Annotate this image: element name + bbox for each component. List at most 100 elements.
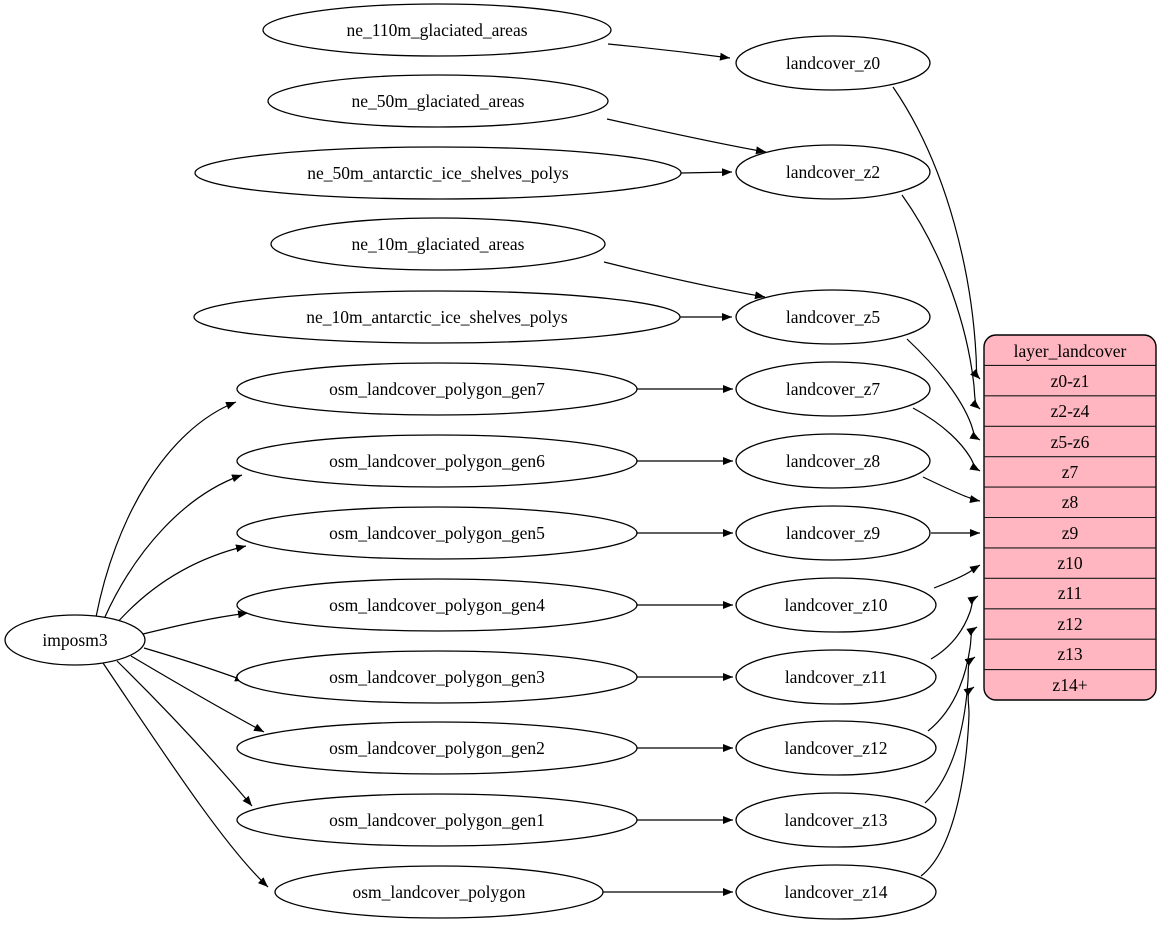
- node-shape: [4, 614, 146, 666]
- node-label: osm_landcover_polygon_gen7: [329, 379, 545, 399]
- node-shape: [735, 144, 931, 200]
- node-label: landcover_z5: [786, 307, 881, 327]
- node-shape: [267, 74, 609, 128]
- node-label: osm_landcover_polygon_gen4: [329, 595, 545, 615]
- edge-z11-row: [930, 595, 979, 660]
- node-label: landcover_z10: [784, 595, 887, 615]
- node-label: landcover_z12: [784, 738, 887, 758]
- node-shape: [194, 146, 682, 200]
- node-landcover-z11: landcover_z11: [735, 649, 937, 705]
- record-row-z14plus: z14+: [1052, 675, 1087, 695]
- node-shape: [735, 505, 931, 561]
- node-shape: [735, 361, 931, 417]
- node-shape: [274, 865, 604, 919]
- node-shape: [236, 650, 638, 704]
- record-row-z2-z4: z2-z4: [1051, 401, 1090, 421]
- node-shape: [236, 506, 638, 560]
- node-label: ne_50m_glaciated_areas: [352, 91, 525, 111]
- edge-ne10m-glac-z5: [603, 261, 766, 300]
- node-label: ne_10m_glaciated_areas: [352, 234, 525, 254]
- record-node-layer-landcover: layer_landcover z0-z1 z2-z4 z5-z6 z7 z8 …: [983, 334, 1157, 701]
- node-osm-landcover-polygon-gen7: osm_landcover_polygon_gen7: [236, 362, 638, 416]
- node-landcover-z9: landcover_z9: [735, 505, 931, 561]
- node-label: landcover_z14: [784, 882, 887, 902]
- node-label: ne_10m_antarctic_ice_shelves_polys: [306, 307, 568, 327]
- node-landcover-z14: landcover_z14: [735, 864, 937, 920]
- edge-imposm3-gen3: [143, 647, 246, 682]
- edge-z5-row: [906, 338, 981, 441]
- record-row-z7: z7: [1062, 462, 1079, 482]
- node-landcover-z7: landcover_z7: [735, 361, 931, 417]
- edge-imposm3-gen1: [116, 660, 253, 807]
- node-label: osm_landcover_polygon_gen2: [329, 738, 545, 758]
- node-shape: [236, 362, 638, 416]
- node-label: landcover_z0: [786, 53, 881, 73]
- node-landcover-z10: landcover_z10: [735, 577, 937, 633]
- node-shape: [735, 289, 931, 345]
- node-landcover-z13: landcover_z13: [735, 792, 937, 848]
- node-osm-landcover-polygon: osm_landcover_polygon: [274, 865, 604, 919]
- node-osm-landcover-polygon-gen2: osm_landcover_polygon_gen2: [236, 721, 638, 775]
- edge-imposm3-gen5: [115, 544, 247, 625]
- node-label: landcover_z2: [786, 162, 880, 182]
- node-shape: [735, 649, 937, 705]
- edge-imposm3-gen4: [142, 610, 249, 635]
- node-shape: [735, 577, 937, 633]
- edge-imposm3-gen7: [95, 401, 237, 618]
- node-shape: [735, 792, 937, 848]
- node-shape: [236, 434, 638, 488]
- node-shape: [735, 720, 937, 776]
- node-ne-50m-antarctic-ice-shelves-polys: ne_50m_antarctic_ice_shelves_polys: [194, 146, 682, 200]
- node-osm-landcover-polygon-gen6: osm_landcover_polygon_gen6: [236, 434, 638, 488]
- edge-imposm3-gen2: [130, 655, 265, 733]
- record-row-z8: z8: [1062, 492, 1079, 512]
- node-landcover-z0: landcover_z0: [735, 35, 931, 91]
- edge-imposm3-gen6: [103, 474, 243, 620]
- edge-z2-row: [901, 194, 981, 410]
- node-osm-landcover-polygon-gen5: osm_landcover_polygon_gen5: [236, 506, 638, 560]
- node-label: ne_50m_antarctic_ice_shelves_polys: [307, 163, 569, 183]
- node-shape: [735, 433, 931, 489]
- edge-z8-row: [922, 476, 981, 503]
- node-label: imposm3: [42, 630, 107, 650]
- node-label: landcover_z7: [786, 379, 881, 399]
- node-shape: [193, 290, 681, 344]
- edge-z0-row: [892, 86, 981, 380]
- record-row-z5-z6: z5-z6: [1051, 432, 1090, 452]
- node-shape: [236, 578, 638, 632]
- node-shape: [735, 35, 931, 91]
- node-ne-10m-glaciated-areas: ne_10m_glaciated_areas: [270, 217, 606, 271]
- node-shape: [270, 217, 606, 271]
- node-ne-50m-glaciated-areas: ne_50m_glaciated_areas: [267, 74, 609, 128]
- node-landcover-z2: landcover_z2: [735, 144, 931, 200]
- node-ne-10m-antarctic-ice-shelves-polys: ne_10m_antarctic_ice_shelves_polys: [193, 290, 681, 344]
- node-osm-landcover-polygon-gen4: osm_landcover_polygon_gen4: [236, 578, 638, 632]
- node-imposm3: imposm3: [4, 614, 146, 666]
- node-label: osm_landcover_polygon_gen6: [329, 451, 545, 471]
- edge-layer: [95, 43, 981, 896]
- node-label: ne_110m_glaciated_areas: [346, 20, 527, 40]
- node-label: landcover_z11: [785, 667, 887, 687]
- edge-ne110m-z0: [607, 43, 731, 61]
- node-osm-landcover-polygon-gen3: osm_landcover_polygon_gen3: [236, 650, 638, 704]
- node-label: landcover_z9: [786, 523, 881, 543]
- record-row-z10: z10: [1057, 553, 1083, 573]
- node-landcover-z12: landcover_z12: [735, 720, 937, 776]
- edge-imposm3-polygon: [102, 662, 269, 888]
- node-ne-110m-glaciated-areas: ne_110m_glaciated_areas: [262, 3, 612, 57]
- node-shape: [735, 864, 937, 920]
- record-title: layer_landcover: [1014, 341, 1127, 361]
- node-label: landcover_z13: [784, 810, 887, 830]
- edge-z12-row: [927, 626, 978, 732]
- record-row-z0-z1: z0-z1: [1051, 371, 1090, 391]
- edge-z14-row: [920, 686, 975, 877]
- node-shape: [236, 793, 638, 847]
- node-label: osm_landcover_polygon_gen3: [329, 667, 545, 687]
- node-label: osm_landcover_polygon_gen1: [329, 810, 545, 830]
- edge-z10-row: [933, 564, 981, 589]
- edge-z7-row: [912, 407, 981, 472]
- edge-ne50m-ant-z2: [680, 168, 733, 177]
- record-row-z11: z11: [1058, 583, 1083, 603]
